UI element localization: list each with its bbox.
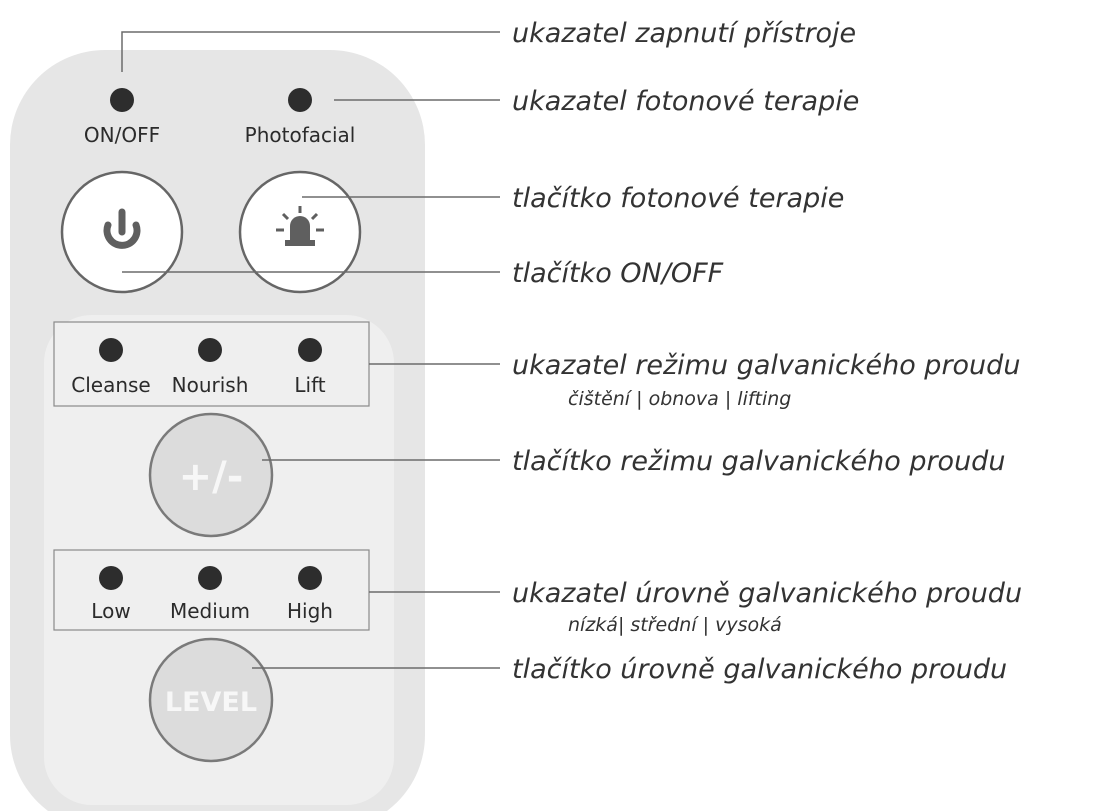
on-off-indicator-label: ON/OFF bbox=[84, 123, 160, 147]
callout-photon-button: tlačítko fotonové terapie bbox=[512, 183, 844, 214]
level-button-label: LEVEL bbox=[165, 687, 257, 718]
leader-power-indicator bbox=[121, 31, 500, 72]
power-icon bbox=[103, 208, 141, 249]
nourish-indicator-led bbox=[198, 338, 222, 362]
level-indicator-box bbox=[53, 549, 370, 631]
callout-level-indicator-sub: nízká| střední | vysoká bbox=[568, 614, 782, 636]
medium-indicator-led bbox=[198, 566, 222, 590]
photofacial-indicator-label: Photofacial bbox=[245, 123, 356, 147]
cleanse-indicator-label: Cleanse bbox=[71, 373, 150, 397]
nourish-indicator-label: Nourish bbox=[172, 373, 249, 397]
low-indicator-led bbox=[99, 566, 123, 590]
medium-indicator-label: Medium bbox=[170, 599, 250, 623]
high-indicator-led bbox=[298, 566, 322, 590]
high-indicator-label: High bbox=[287, 599, 333, 623]
photofacial-indicator-led bbox=[288, 88, 312, 112]
siren-light-icon bbox=[276, 206, 324, 246]
callout-photon-indicator: ukazatel fotonové terapie bbox=[512, 86, 859, 117]
photofacial-button[interactable] bbox=[238, 170, 362, 294]
low-indicator-label: Low bbox=[91, 599, 130, 623]
mode-button-label: +/- bbox=[179, 454, 244, 500]
callout-power-indicator: ukazatel zapnutí přístroje bbox=[512, 18, 856, 49]
callout-power-button: tlačítko ON/OFF bbox=[512, 258, 724, 289]
callout-mode-indicator: ukazatel režimu galvanického proudu bbox=[512, 350, 1020, 381]
callout-level-button: tlačítko úrovně galvanického proudu bbox=[512, 654, 1007, 685]
on-off-indicator-led bbox=[110, 88, 134, 112]
power-button[interactable] bbox=[60, 170, 184, 294]
level-button[interactable]: LEVEL bbox=[148, 637, 274, 763]
callout-level-indicator: ukazatel úrovně galvanického proudu bbox=[512, 578, 1022, 609]
cleanse-indicator-led bbox=[99, 338, 123, 362]
callout-mode-indicator-sub: čištění | obnova | lifting bbox=[568, 388, 791, 410]
mode-button[interactable]: +/- bbox=[148, 412, 274, 538]
callout-mode-button: tlačítko režimu galvanického proudu bbox=[512, 446, 1005, 477]
lift-indicator-label: Lift bbox=[294, 373, 325, 397]
lift-indicator-led bbox=[298, 338, 322, 362]
